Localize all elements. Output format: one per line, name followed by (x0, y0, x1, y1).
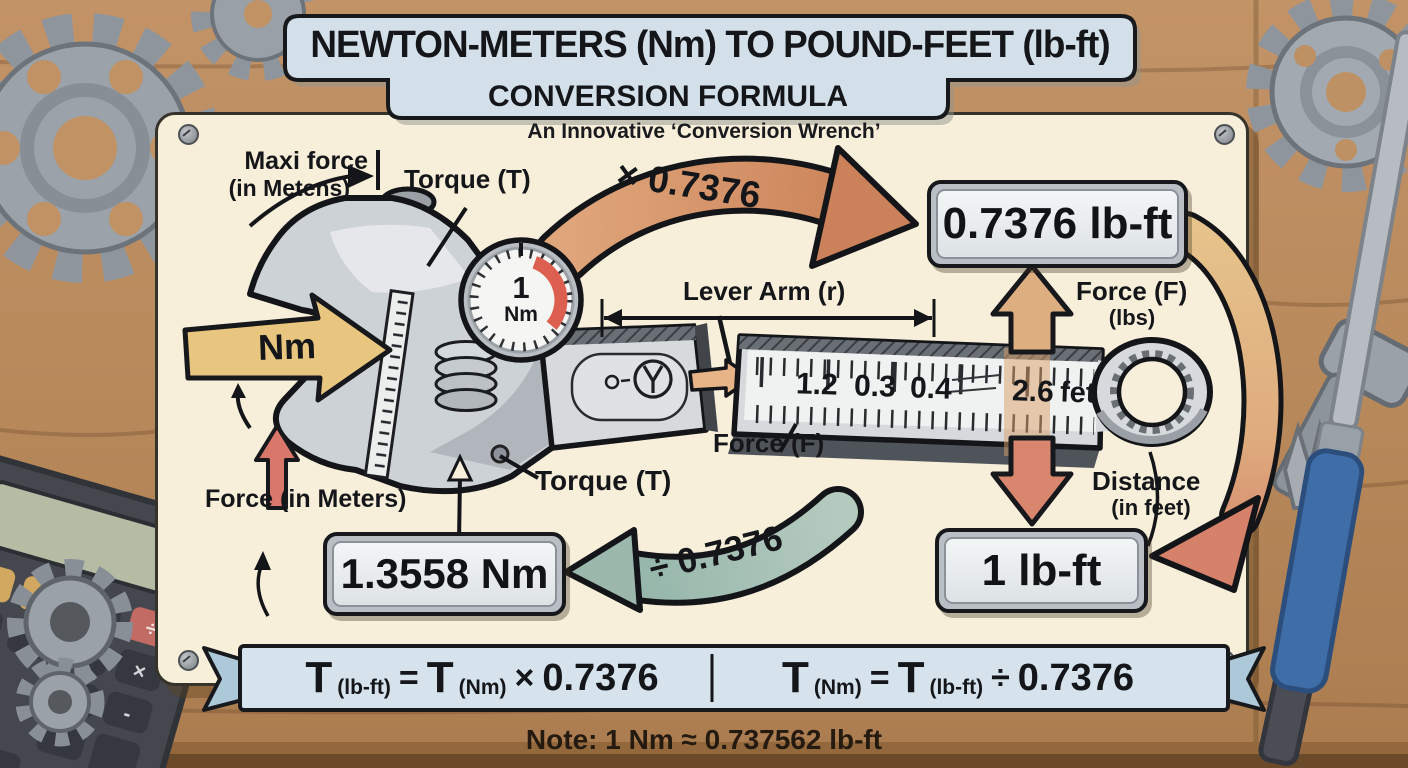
wood-strip-dark (0, 754, 1408, 768)
wrench-illustration (247, 186, 1213, 495)
lever-arm-label: Lever Arm (r) (683, 276, 846, 306)
distance-unit: (in feet) (1111, 495, 1191, 520)
torque-gauge (458, 237, 584, 363)
result-nm-box: 1.3558 Nm (323, 532, 566, 616)
gear-top-right (1246, 0, 1408, 192)
formula-ribbon (202, 644, 1266, 712)
torque-bottom-label: Torque (T) (535, 465, 672, 496)
distance-leader (1146, 451, 1160, 547)
left-curve-arrow (256, 563, 270, 617)
title-line1: NEWTON-METERS (Nm) TO POUND-FEET (lb-ft) (310, 24, 1110, 66)
circled-y-mark (633, 359, 673, 399)
title-line2: CONVERSION FORMULA (488, 80, 848, 113)
handle-hole-mark (604, 374, 620, 390)
gauge-red-zone (532, 256, 568, 330)
force-lbs-label: Force (F) (1076, 276, 1188, 306)
force-up-small-arrow (254, 424, 300, 510)
force-mid-label: Force (F) (713, 428, 825, 458)
panel-screw-bl (178, 650, 199, 671)
nm-input-arrow (182, 292, 393, 403)
calc-key-plus: + (100, 765, 118, 768)
ruler-squiggle (947, 374, 1001, 393)
right-loop-arrow (1149, 211, 1284, 593)
formula-nm-to-lbft: T(lb-ft) = T(Nm) ×0.7376 (305, 653, 659, 702)
gauge-value: 1 (512, 270, 530, 305)
conversion-note: Note: 1 Nm ≈ 0.737562 lb-ft (525, 724, 883, 755)
maxi-force-arrow (248, 174, 353, 228)
torque-top-label: Torque (T) (404, 164, 531, 194)
maxi-force-label: Maxi force (244, 147, 368, 175)
gauge-pointer-line (457, 475, 462, 543)
nm-arrow-label: Nm (257, 325, 317, 369)
annotation-lines (231, 150, 1160, 617)
wrench-head-scale (363, 288, 415, 480)
force-meters-label: Force (in Meters) (205, 485, 407, 513)
wrench-handle-segment2 (728, 333, 1122, 468)
title-banner (283, 14, 1141, 125)
wrench-handle-segment1 (537, 323, 709, 451)
ruler-unit: fet (1059, 376, 1097, 410)
wood-strip (0, 742, 1408, 756)
ruler-mark-1: 1.2 (795, 367, 839, 402)
multiply-arrow (533, 145, 919, 285)
wrench-worm-screw (434, 340, 498, 412)
panel-screw-tl (178, 124, 199, 145)
ruler-mark-3: 0.4 (909, 371, 953, 406)
force-lbs-unit: (lbs) (1108, 305, 1156, 330)
force-up-arrow (990, 263, 1074, 355)
screwdriver-tool (1270, 30, 1408, 694)
panel-screw-tr (1214, 124, 1235, 145)
torque-bottom-leader (498, 454, 540, 480)
torque-top-leader (426, 206, 468, 268)
result-lbft-box: 0.7376 lb-ft (927, 180, 1188, 268)
distance-down-arrow (990, 435, 1074, 527)
lever-arm-dimension (600, 299, 936, 337)
formula-lbft-to-nm: T(Nm) = T(lb-ft) ÷0.7376 (781, 653, 1134, 702)
maxi-force-unit: (in Metens) (228, 175, 350, 201)
subtitle: An Innovative ‘Conversion Wrench’ (527, 120, 881, 143)
gear-on-calculator (7, 559, 133, 747)
gauge-unit: Nm (504, 303, 538, 326)
force-mid-leader (778, 423, 798, 453)
calc-key-multiply: × (130, 659, 148, 684)
distance-label: Distance (1092, 466, 1201, 496)
wrench-ring-end (1091, 337, 1213, 447)
ruler-mark-2: 0.3 (853, 369, 897, 404)
ruler-mark-4: 2.6 (1011, 374, 1055, 409)
divide-arrow (563, 486, 864, 613)
one-lbft-box: 1 lb-ft (935, 528, 1148, 613)
